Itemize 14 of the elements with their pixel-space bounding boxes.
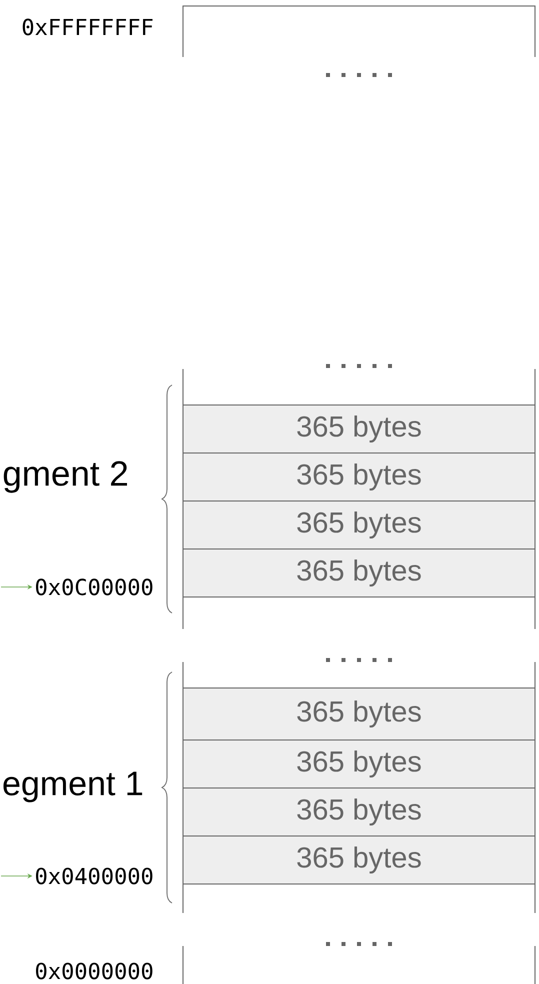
memory-row: 365 bytes [182, 548, 536, 598]
memory-row: 365 bytes [182, 788, 536, 836]
memory-row: 365 bytes [182, 404, 536, 454]
memory-row: 365 bytes [182, 688, 536, 740]
memory-row: 365 bytes [182, 452, 536, 502]
address-label: 0x0C00000 [36, 578, 152, 596]
segment-label: egment 1 [3, 772, 142, 802]
memory-row: 365 bytes [182, 836, 536, 884]
memory-row: 365 bytes [182, 500, 536, 550]
address-label: 0x0400000 [36, 868, 152, 884]
address-label: 0x0000000 [36, 962, 152, 980]
memory-row: 365 bytes [182, 740, 536, 788]
segment-label: gment 2 [4, 461, 127, 493]
address-label: 0xFFFFFFFF [22, 18, 152, 36]
